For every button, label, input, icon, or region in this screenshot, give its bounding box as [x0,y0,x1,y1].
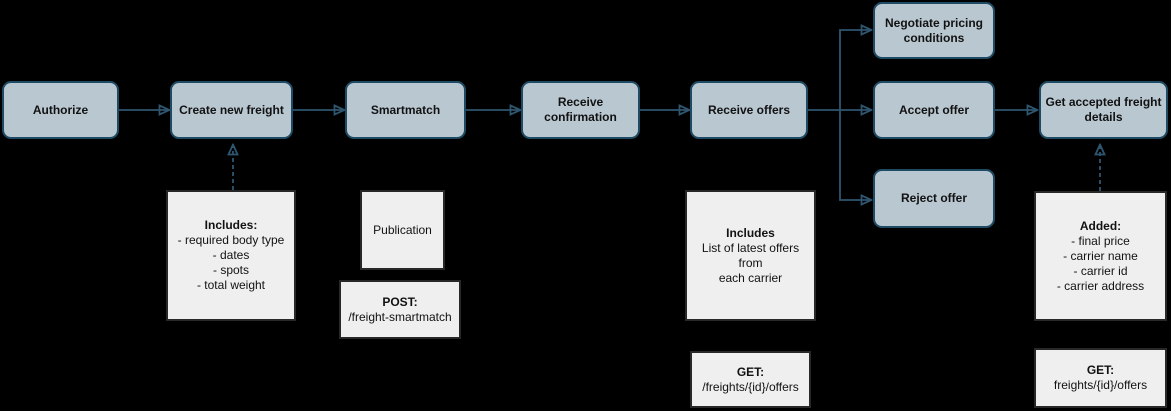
node-reject-offer: Reject offer [873,169,995,228]
note-line: - total weight [196,278,266,292]
node-accept-offer: Accept offer [873,81,995,139]
note-title: GET: [1086,363,1115,377]
arrow-offers-to-reject [839,110,871,200]
node-negotiate-pricing-conditions: Negotiate pricing conditions [873,2,995,59]
note-title: GET: [736,364,765,379]
node-receive-confirmation: Receive confirmation [521,81,640,139]
note-line: - carrier address [1056,278,1145,293]
note-line: each carrier [718,270,783,285]
note-added-details: Added: - final price - carrier name - ca… [1034,191,1167,321]
note-line: Publication [373,222,432,237]
node-receive-offers: Receive offers [690,81,808,139]
note-line: List of latest offers from [701,240,800,270]
node-get-accepted-freight-details: Get accepted freight details [1039,81,1168,139]
note-title: POST: [382,294,418,309]
arrow-offers-to-negotiate [839,30,871,110]
note-get-offers-right: GET: freights/{id}/offers [1034,348,1167,408]
note-line: - spots [212,263,249,277]
node-create-new-freight: Create new freight [170,81,293,139]
note-line: - carrier name [1063,248,1138,263]
note-freight-includes: Includes: - required body type - dates -… [166,190,296,321]
note-line: freights/{id}/offers [1053,378,1148,392]
note-line: /freights/{id}/offers [702,379,799,394]
note-get-offers-left: GET: /freights/{id}/offers [690,351,811,408]
node-authorize: Authorize [2,81,119,139]
note-post-smartmatch: POST: /freight-smartmatch [339,280,461,339]
note-line: - final price [1071,233,1130,248]
note-publication: Publication [360,190,445,270]
note-line: - required body type [177,233,285,247]
note-offers-includes: Includes List of latest offers from each… [685,190,816,321]
note-line: - dates [212,248,250,262]
note-line: - carrier id [1073,263,1128,278]
note-line: /freight-smartmatch [348,309,452,324]
note-title: Includes [726,225,775,240]
node-smartmatch: Smartmatch [345,81,466,139]
note-title: Includes: [204,218,258,232]
note-title: Added: [1079,218,1122,233]
